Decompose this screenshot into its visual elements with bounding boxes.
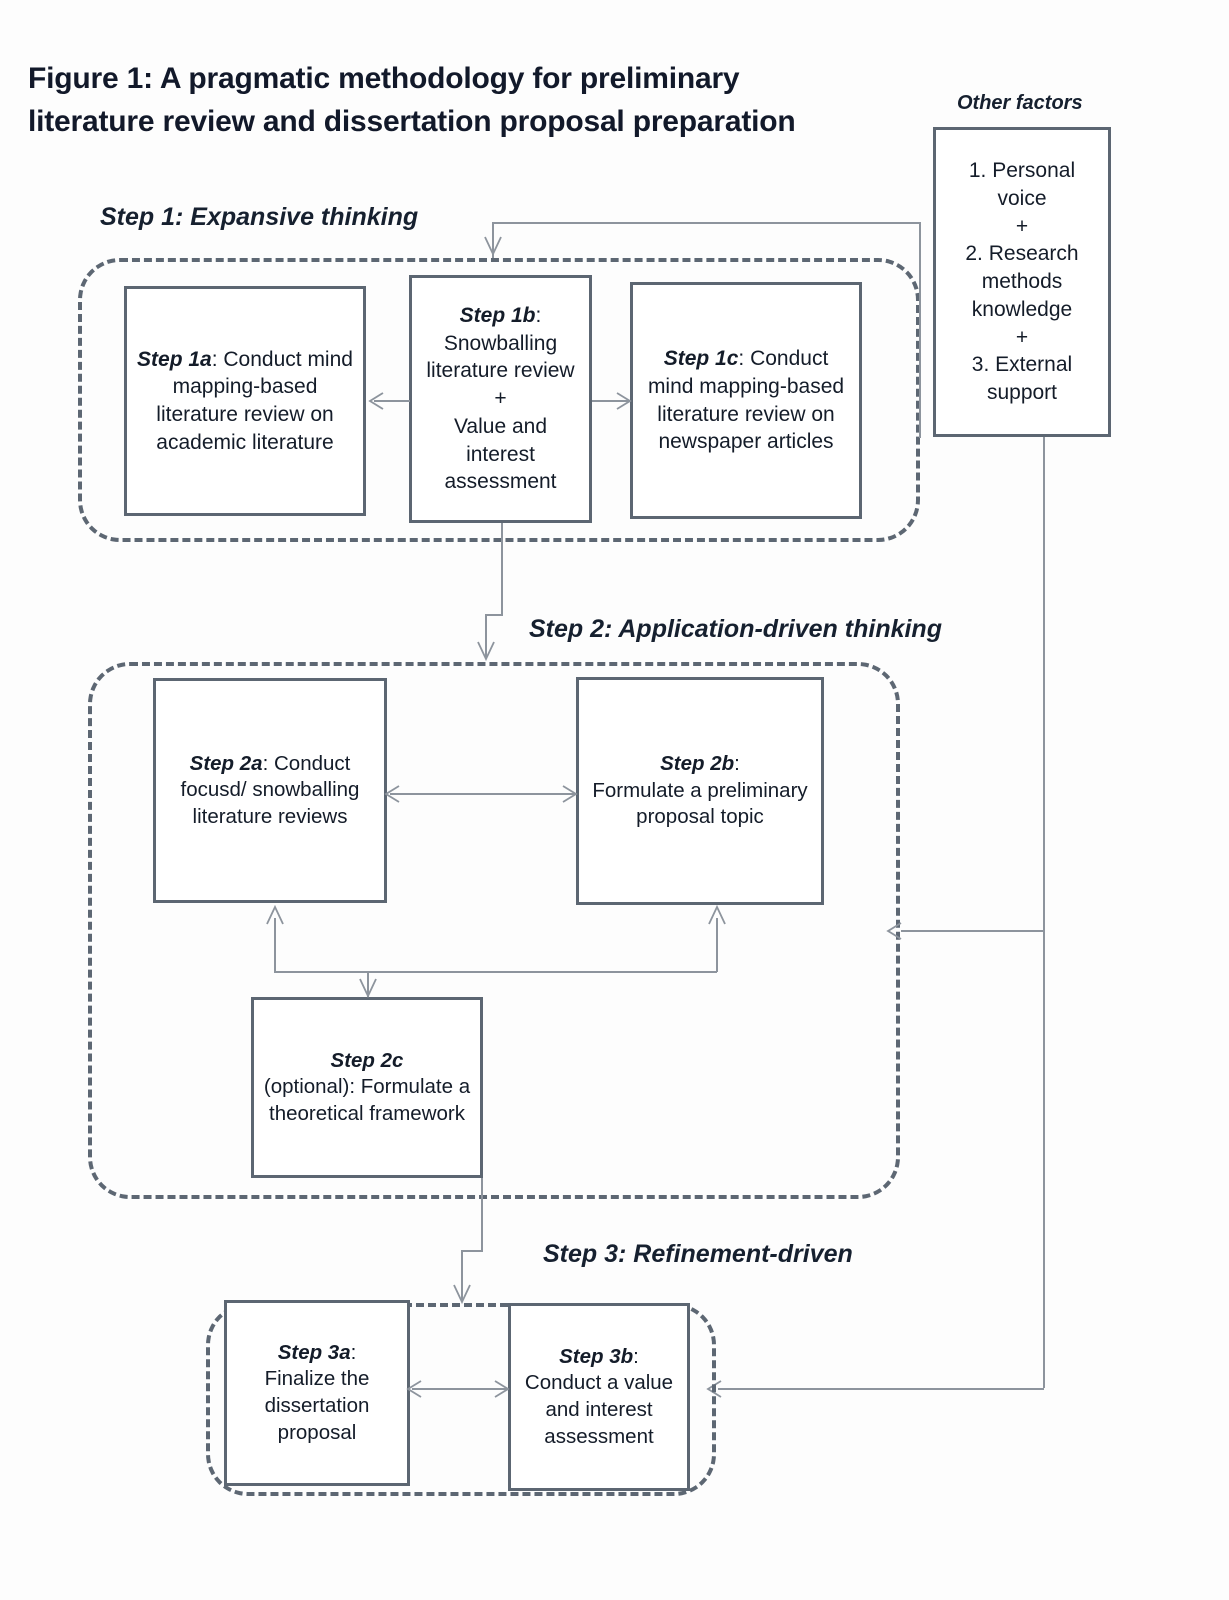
arrowhead-right-3b xyxy=(494,1380,510,1398)
edge-bus-down-to-2c xyxy=(367,971,369,997)
edge-step2-to-step3-seg1 xyxy=(481,1178,483,1251)
node-step-1c-text: Conduct mind mapping-based literature re… xyxy=(647,347,845,454)
arrowhead-down-2c xyxy=(359,978,377,998)
arrowhead-right-2b xyxy=(562,785,578,803)
step-2-group-label: Step 2: Application-driven thinking xyxy=(529,615,942,643)
edge-step1-to-step2-seg2 xyxy=(485,614,503,616)
page-title: Figure 1: A pragmatic methodology for pr… xyxy=(28,58,908,143)
arrowhead-left-1a xyxy=(368,392,384,410)
arrowhead-right-1c xyxy=(616,392,632,410)
edge-step2-to-step3-seg2 xyxy=(461,1250,483,1252)
node-step-1b-text-2: Value and interest assessment xyxy=(444,414,557,494)
node-step-2a-text: Conduct focusd/ snowballing literature r… xyxy=(180,751,360,828)
edge-otherfactors-to-step1-horizontal xyxy=(492,222,921,224)
other-factors-label: Other factors xyxy=(957,92,1083,114)
node-other-factors: 1. Personal voice + 2. Research methods … xyxy=(933,127,1111,437)
other-factors-plus-1: + xyxy=(1015,214,1029,238)
node-step-1b-content: Step 1b: Snowballing literature review +… xyxy=(420,302,581,496)
node-step-3b-tag: Step 3b xyxy=(559,1344,634,1368)
node-step-1c-content: Step 1c: Conduct mind mapping-based lite… xyxy=(641,345,851,456)
step-1-container xyxy=(78,258,920,542)
node-step-1b-sep: : xyxy=(535,303,542,327)
page-title-line-1: Figure 1: A pragmatic methodology for pr… xyxy=(28,62,740,95)
other-factors-item-2: 2. Research methods knowledge xyxy=(965,242,1079,321)
edge-2c-bus-to-2b xyxy=(716,918,718,972)
node-step-1b: Step 1b: Snowballing literature review +… xyxy=(409,275,592,523)
edge-otherfactors-trunk xyxy=(1043,437,1045,1388)
edge-step1-to-step2-seg1 xyxy=(501,523,503,615)
other-factors-plus-2: + xyxy=(1015,325,1029,349)
node-step-2b-tag: Step 2b xyxy=(660,752,735,776)
step-3-group-label: Step 3: Refinement-driven xyxy=(543,1240,853,1268)
edge-1b-to-1a xyxy=(374,400,410,402)
edge-2c-bus-to-2a xyxy=(274,918,276,972)
node-step-2c: Step 2c (optional): Formulate a theoreti… xyxy=(251,997,483,1178)
node-step-3b: Step 3b: Conduct a value and interest as… xyxy=(508,1303,690,1491)
edge-1b-to-1c xyxy=(592,400,630,402)
arrowhead-left-step3b xyxy=(706,1380,722,1398)
node-step-1c-sep: : xyxy=(738,347,751,371)
edge-step2-to-step3-seg3 xyxy=(461,1250,463,1300)
page-title-line-2: literature review and dissertation propo… xyxy=(28,104,796,138)
node-step-1a-sep: : xyxy=(211,347,224,371)
node-step-2a-tag: Step 2a xyxy=(189,751,263,775)
edge-2c-bus-horizontal xyxy=(274,971,717,973)
arrowhead-left-step2 xyxy=(886,922,902,940)
node-step-3a-tag: Step 3a xyxy=(277,1340,351,1364)
node-step-2c-text: (optional): Formulate a theoretical fram… xyxy=(263,1075,471,1125)
edge-step1-to-step2-seg3 xyxy=(485,614,487,658)
node-step-2c-tag: Step 2c xyxy=(330,1048,404,1072)
node-step-2a-content: Step 2a: Conduct focusd/ snowballing lit… xyxy=(164,751,376,831)
node-step-2b-content: Step 2b: Formulate a preliminary proposa… xyxy=(587,751,813,831)
arrowhead-up-2a xyxy=(266,905,284,925)
node-step-3a: Step 3a: Finalize the dissertation propo… xyxy=(224,1300,410,1486)
edge-otherfactors-to-step1-vertical xyxy=(492,222,494,258)
edge-otherfactors-down-right xyxy=(919,222,921,438)
edge-trunk-to-step2 xyxy=(901,930,1044,932)
node-step-2b-text: Formulate a preliminary proposal topic xyxy=(592,778,808,829)
node-step-1b-plus: + xyxy=(494,387,507,411)
arrowhead-down-step2 xyxy=(477,641,495,661)
node-step-1c-tag: Step 1c xyxy=(663,347,739,371)
other-factors-content: 1. Personal voice + 2. Research methods … xyxy=(944,157,1100,406)
edge-2a-2b xyxy=(390,793,576,795)
node-step-2c-content: Step 2c (optional): Formulate a theoreti… xyxy=(262,1048,472,1128)
step-1-group-label: Step 1: Expansive thinking xyxy=(100,203,419,231)
arrowhead-down-step1 xyxy=(484,236,502,256)
edge-trunk-to-step3b xyxy=(718,1388,1044,1390)
step-3-container xyxy=(206,1303,716,1496)
arrowhead-up-2b xyxy=(708,905,726,925)
node-step-1a: Step 1a: Conduct mind mapping-based lite… xyxy=(124,286,366,516)
node-step-3a-sep: : xyxy=(350,1340,357,1364)
node-step-3b-sep: : xyxy=(633,1344,639,1368)
node-step-1b-tag: Step 1b xyxy=(459,303,536,327)
node-step-1a-tag: Step 1a xyxy=(137,347,212,371)
other-factors-item-3: 3. External support xyxy=(971,353,1073,405)
node-step-1a-text: Conduct mind mapping-based literature re… xyxy=(156,347,353,454)
edge-3a-3b xyxy=(412,1388,508,1390)
node-step-1b-text: Snowballing literature review xyxy=(426,331,575,383)
node-step-3b-content: Step 3b: Conduct a value and interest as… xyxy=(519,1344,679,1451)
node-step-2b-sep: : xyxy=(734,752,740,776)
other-factors-item-1: 1. Personal voice xyxy=(968,159,1076,210)
step-2-container xyxy=(88,662,900,1199)
node-step-1c: Step 1c: Conduct mind mapping-based lite… xyxy=(630,282,862,519)
node-step-3a-text: Finalize the dissertation proposal xyxy=(264,1367,370,1444)
node-step-1a-content: Step 1a: Conduct mind mapping-based lite… xyxy=(135,346,355,457)
node-step-3b-text: Conduct a value and interest assessment xyxy=(524,1371,674,1448)
node-step-2a-sep: : xyxy=(262,751,274,775)
arrowhead-left-3a xyxy=(406,1380,422,1398)
arrowhead-down-step3 xyxy=(453,1284,471,1304)
node-step-2a: Step 2a: Conduct focusd/ snowballing lit… xyxy=(153,678,387,903)
node-step-3a-content: Step 3a: Finalize the dissertation propo… xyxy=(235,1340,399,1447)
arrowhead-left-2a xyxy=(384,785,400,803)
node-step-2b: Step 2b: Formulate a preliminary proposa… xyxy=(576,677,824,905)
